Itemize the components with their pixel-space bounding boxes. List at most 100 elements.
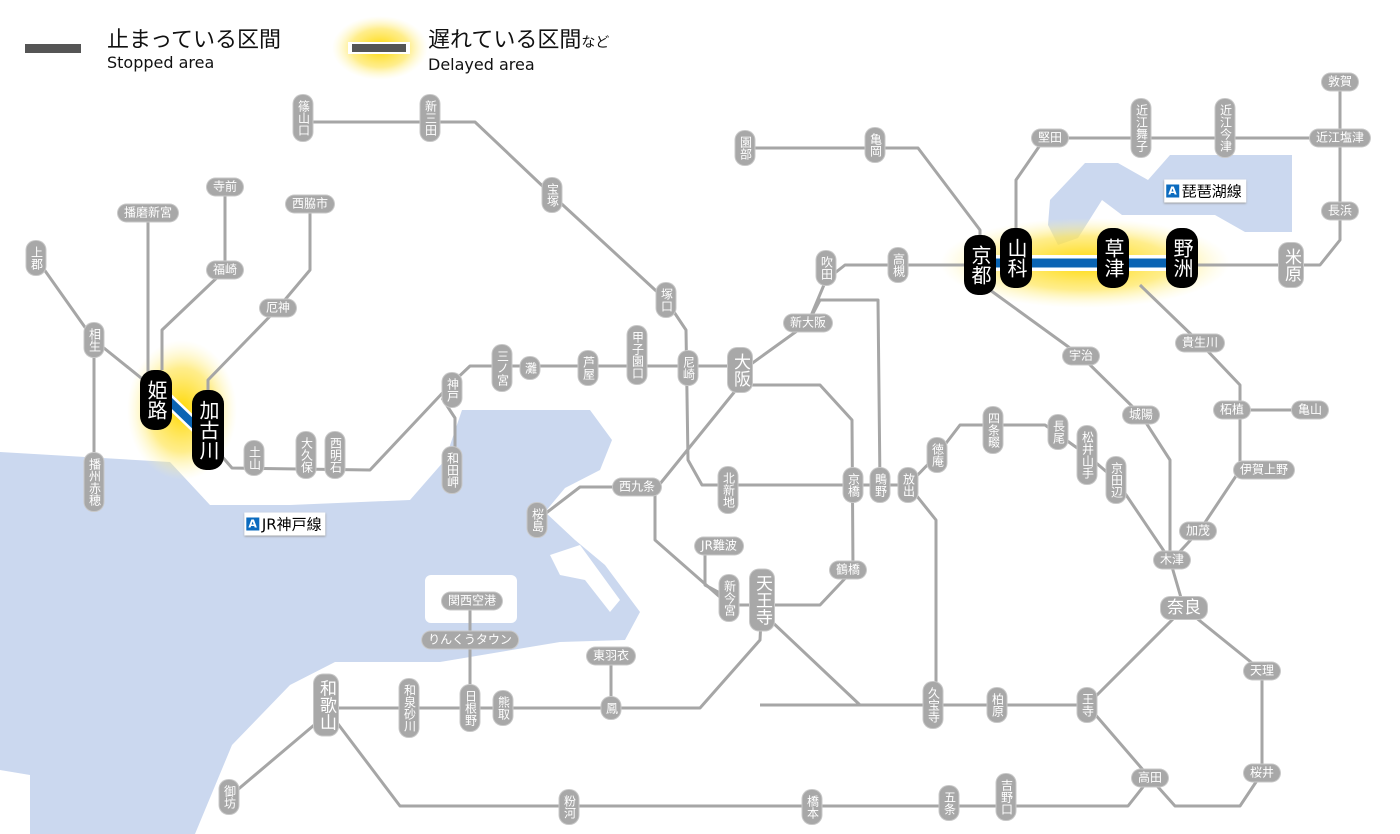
station-label[interactable]: 北新地 — [718, 467, 738, 513]
kosei-line — [1014, 136, 1340, 245]
bantan-line — [160, 187, 227, 370]
station-label[interactable]: 播磨新宮 — [117, 204, 179, 222]
station-label[interactable]: 宝塚 — [542, 178, 562, 212]
station-label[interactable]: 近江塩津 — [1309, 129, 1371, 147]
station-label[interactable]: 東羽衣 — [586, 647, 636, 665]
station-label[interactable]: 高槻 — [888, 248, 908, 282]
station-label[interactable]: 西脇市 — [285, 195, 335, 213]
station-label[interactable]: 貴生川 — [1175, 334, 1225, 352]
station-label[interactable]: 熊取 — [493, 691, 513, 725]
station-label[interactable]: 久宝寺 — [923, 682, 943, 728]
station-label[interactable]: 吹田 — [816, 251, 836, 285]
line-label-biwako[interactable]: A 琵琶湖線 — [1164, 179, 1246, 203]
station-label[interactable]: 京田辺 — [1106, 457, 1126, 503]
station-label[interactable]: 桜井 — [1243, 764, 1281, 782]
station-delayed[interactable]: 加古川 — [192, 390, 224, 470]
line-name: JR神戸線 — [261, 515, 322, 534]
line-label-jr-kobe[interactable]: A JR神戸線 — [244, 512, 326, 536]
station-delayed[interactable]: 草津 — [1097, 228, 1129, 288]
station-label[interactable]: 相生 — [84, 323, 104, 357]
station-label[interactable]: 日根野 — [460, 685, 480, 731]
station-label[interactable]: 天理 — [1243, 662, 1281, 680]
kusatsu-line — [1138, 283, 1242, 562]
station-label[interactable]: 和歌山 — [314, 674, 338, 736]
station-delayed[interactable]: 京都 — [964, 235, 996, 295]
station-label[interactable]: りんくうタウン — [422, 631, 518, 649]
station-label[interactable]: 灘 — [520, 357, 540, 379]
osaka-loop-line — [653, 383, 855, 607]
station-label[interactable]: 城陽 — [1122, 406, 1160, 424]
station-label[interactable]: 甲子園口 — [627, 326, 647, 384]
station-label[interactable]: 粉河 — [559, 790, 579, 824]
station-label[interactable]: 亀山 — [1291, 401, 1329, 419]
station-label[interactable]: 篠山口 — [293, 95, 313, 141]
station-label[interactable]: 橋本 — [802, 790, 822, 824]
station-label[interactable]: 関西空港 — [441, 592, 503, 610]
station-label[interactable]: 福崎 — [206, 261, 244, 279]
station-label[interactable]: 御坊 — [219, 780, 239, 814]
station-label[interactable]: 柏原 — [987, 688, 1007, 722]
jr-kobe-line — [210, 364, 740, 472]
station-label[interactable]: 新今宮 — [719, 575, 739, 621]
station-label[interactable]: JR難波 — [695, 537, 743, 555]
station-label[interactable]: 放出 — [898, 468, 918, 502]
station-label[interactable]: 松井山手 — [1077, 426, 1097, 484]
station-label[interactable]: 寺前 — [206, 178, 244, 196]
station-label[interactable]: 宇治 — [1062, 347, 1100, 365]
kisei-line — [228, 713, 327, 799]
station-label[interactable]: 五条 — [939, 786, 959, 820]
station-label[interactable]: 米原 — [1279, 243, 1303, 287]
station-label[interactable]: 芦屋 — [578, 351, 598, 385]
station-label[interactable]: 京橋 — [843, 468, 863, 502]
station-label[interactable]: 長尾 — [1048, 415, 1068, 449]
station-label[interactable]: 塚口 — [656, 283, 676, 317]
station-label[interactable]: 高田 — [1131, 769, 1169, 787]
station-label[interactable]: 土山 — [244, 441, 264, 475]
station-label[interactable]: 徳庵 — [927, 438, 947, 472]
osaka-higashi-south — [906, 484, 938, 705]
station-label[interactable]: 播州赤穂 — [84, 453, 104, 511]
station-label[interactable]: 堅田 — [1031, 129, 1069, 147]
line-name: 琵琶湖線 — [1181, 182, 1242, 201]
sakurai-line — [1085, 606, 1264, 808]
station-label[interactable]: 吉野口 — [996, 774, 1016, 820]
station-label[interactable]: 大久保 — [296, 432, 316, 478]
station-label[interactable]: 亀岡 — [865, 128, 885, 162]
legend-delayed: 遅れている区間など Delayed area — [428, 28, 609, 74]
station-label[interactable]: 神戸 — [442, 373, 462, 407]
station-label[interactable]: 王寺 — [1077, 688, 1097, 722]
station-label[interactable]: 鶴橋 — [829, 561, 867, 579]
station-label[interactable]: 長浜 — [1321, 202, 1359, 220]
station-label[interactable]: 三ノ宮 — [492, 345, 512, 391]
station-delayed[interactable]: 野洲 — [1166, 228, 1198, 288]
line-badge: A — [246, 517, 259, 531]
station-label[interactable]: 桜島 — [527, 503, 547, 537]
station-delayed[interactable]: 山科 — [1000, 228, 1032, 288]
legend-stopped-ja: 止まっている区間 — [107, 28, 282, 53]
station-label[interactable]: 新三田 — [420, 95, 440, 141]
station-label[interactable]: 木津 — [1153, 551, 1191, 569]
station-label[interactable]: 厄神 — [259, 299, 297, 317]
station-label[interactable]: 近江舞子 — [1131, 99, 1151, 157]
station-label[interactable]: 敦賀 — [1321, 73, 1359, 91]
station-label[interactable]: 尼崎 — [678, 351, 698, 385]
station-label[interactable]: 西九条 — [612, 478, 662, 496]
station-label[interactable]: 鴫野 — [870, 468, 890, 502]
station-delayed[interactable]: 姫路 — [140, 370, 172, 430]
station-label[interactable]: 新大阪 — [783, 314, 833, 332]
station-label[interactable]: 加茂 — [1179, 522, 1217, 540]
station-label[interactable]: 柘植 — [1213, 401, 1251, 419]
station-label[interactable]: 伊賀上野 — [1233, 461, 1295, 479]
station-label[interactable]: 奈良 — [1161, 597, 1207, 619]
station-label[interactable]: 和田岬 — [442, 447, 462, 493]
station-label[interactable]: 西明石 — [325, 432, 345, 478]
station-label[interactable]: 鳳 — [601, 697, 621, 719]
station-label[interactable]: 天王寺 — [750, 569, 774, 631]
station-label[interactable]: 園部 — [735, 131, 755, 165]
station-label[interactable]: 上郡 — [26, 241, 46, 275]
station-label[interactable]: 近江今津 — [1215, 99, 1235, 157]
station-label[interactable]: 四条畷 — [983, 407, 1003, 453]
station-label[interactable]: 和泉砂川 — [399, 679, 419, 737]
station-label[interactable]: 大阪 — [728, 348, 752, 392]
